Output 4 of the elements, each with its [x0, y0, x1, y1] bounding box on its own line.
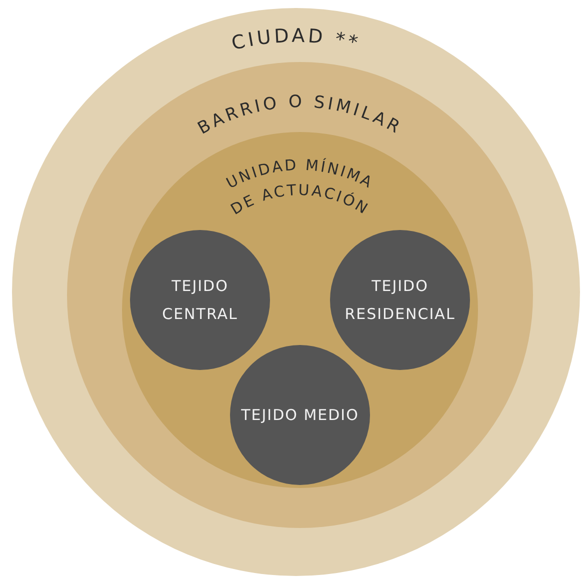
ring-label: CIUDAD ** — [230, 24, 363, 55]
circle-label: TEJIDO CENTRAL — [161, 276, 239, 325]
circle-label: TEJIDO MEDIO — [241, 405, 359, 426]
circle-label: TEJIDO RESIDENCIAL — [344, 276, 456, 325]
